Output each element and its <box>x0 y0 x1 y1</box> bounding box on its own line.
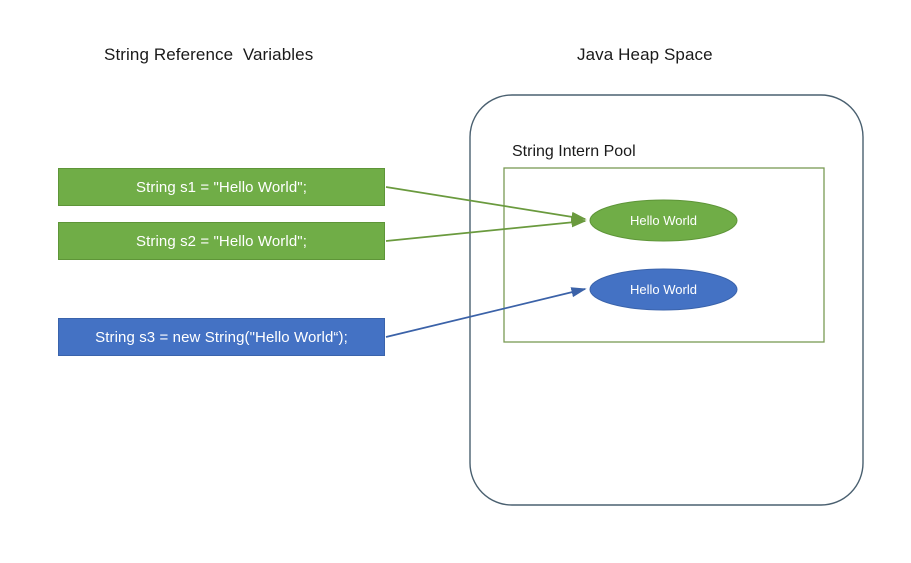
variable-box-s1-label: String s1 = "Hello World"; <box>136 178 307 196</box>
variable-box-s3-label: String s3 = new String("Hello World“); <box>95 328 348 346</box>
variable-box-s2[interactable]: String s2 = "Hello World"; <box>58 222 385 260</box>
string-intern-pool-label: String Intern Pool <box>512 143 636 160</box>
string-intern-pool-container <box>503 167 825 343</box>
reference-arrow-s2 <box>385 217 587 242</box>
variable-box-s2-label: String s2 = "Hello World"; <box>136 232 307 250</box>
heap-object-new-object <box>589 268 738 311</box>
reference-arrow-s3 <box>385 287 587 338</box>
variable-box-s3[interactable]: String s3 = new String("Hello World“); <box>58 318 385 356</box>
heap-object-interned <box>589 199 738 242</box>
string-reference-variables-title: String Reference Variables <box>104 45 314 64</box>
java-heap-space-container <box>469 94 864 506</box>
java-heap-space-title: Java Heap Space <box>577 45 713 64</box>
reference-arrow-s1 <box>385 186 587 222</box>
variable-box-s1[interactable]: String s1 = "Hello World"; <box>58 168 385 206</box>
